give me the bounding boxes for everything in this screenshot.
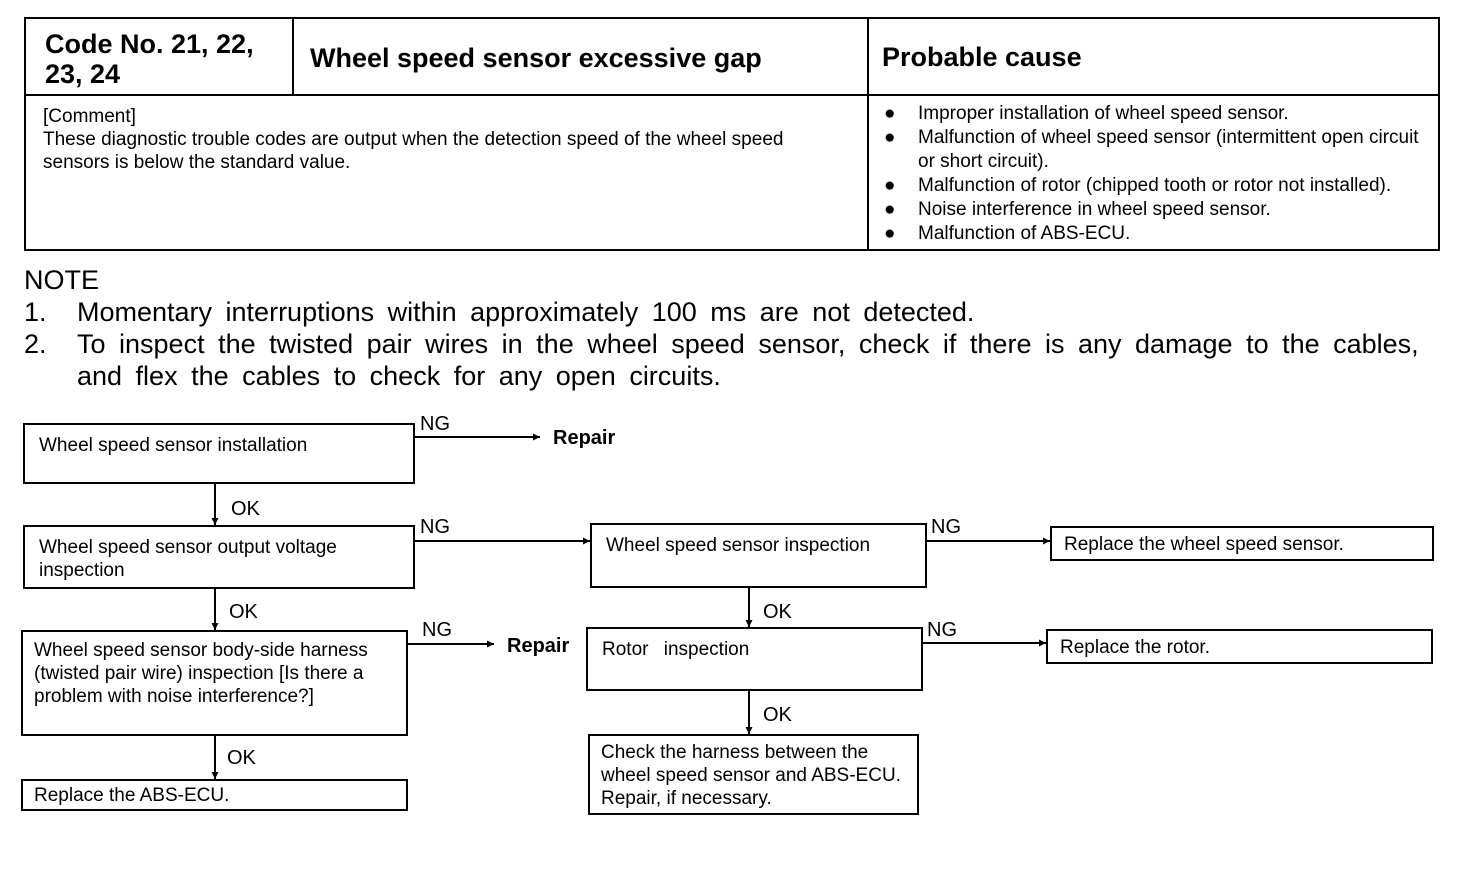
ng-label: NG: [927, 619, 957, 641]
box-installation: Wheel speed sensor installation: [23, 423, 415, 484]
cause-text: Noise interference in wheel speed sensor…: [918, 199, 1271, 220]
note-item: 1. Momentary interruptions within approx…: [24, 296, 1434, 328]
note-heading: NOTE: [24, 265, 100, 295]
cause-list: ● Improper installation of wheel speed se…: [872, 102, 1432, 246]
note-number: 2.: [24, 329, 47, 359]
cause-item: ● Malfunction of wheel speed sensor (inte…: [872, 126, 1432, 174]
ok-label: OK: [227, 747, 256, 769]
code-number: Code No. 21, 22, 23, 24: [45, 29, 254, 89]
cause-text: Malfunction of rotor (chipped tooth or r…: [918, 175, 1392, 196]
ok-label: OK: [763, 704, 792, 726]
ng-label: NG: [420, 413, 450, 435]
box-replace-sensor: Replace the wheel speed sensor.: [1050, 526, 1434, 561]
ok-label: OK: [231, 498, 260, 520]
box-sensor-inspection: Wheel speed sensor inspection: [590, 523, 927, 588]
ng-label: NG: [931, 516, 961, 538]
box-replace-rotor: Replace the rotor.: [1046, 629, 1433, 664]
box-output-voltage: Wheel speed sensor output voltage inspec…: [23, 525, 415, 589]
cause-item: ● Noise interference in wheel speed senso…: [872, 198, 1432, 222]
comment: [Comment] These diagnostic trouble codes…: [43, 105, 855, 174]
bullet-icon: ●: [884, 127, 896, 148]
note: NOTE 1. Momentary interruptions within a…: [24, 264, 1434, 392]
box-replace-ecu: Replace the ABS-ECU.: [21, 779, 408, 811]
repair-label: Repair: [553, 427, 616, 449]
cause-text: Improper installation of wheel speed sen…: [918, 103, 1289, 124]
ng-label: NG: [420, 516, 450, 538]
comment-label: [Comment]: [43, 106, 136, 127]
cause-text: Malfunction of ABS-ECU.: [918, 223, 1131, 244]
bullet-icon: ●: [884, 199, 896, 220]
ng-label: NG: [422, 619, 452, 641]
ok-label: OK: [229, 601, 258, 623]
cause-text: Malfunction of wheel speed sensor (inter…: [918, 127, 1419, 172]
box-rotor-inspection: Rotor inspection: [586, 627, 923, 691]
repair-label: Repair: [507, 635, 570, 657]
cause-item: ● Malfunction of ABS-ECU.: [872, 222, 1432, 246]
bullet-icon: ●: [884, 223, 896, 244]
bullet-icon: ●: [884, 103, 896, 124]
bullet-icon: ●: [884, 175, 896, 196]
box-check-harness: Check the harness between the wheel spee…: [588, 734, 919, 815]
note-item: 2. To inspect the twisted pair wires in …: [24, 328, 1434, 392]
note-text: Momentary interruptions within approxima…: [77, 297, 975, 327]
cause-item: ● Malfunction of rotor (chipped tooth or …: [872, 174, 1432, 198]
probable-cause-header: Probable cause: [882, 42, 1082, 72]
probable-cause-list: ● Improper installation of wheel speed se…: [872, 102, 1432, 246]
note-number: 1.: [24, 297, 47, 327]
note-text: To inspect the twisted pair wires in the…: [77, 329, 1419, 391]
code-table: Code No. 21, 22, 23, 24 Wheel speed sens…: [24, 17, 1440, 251]
box-harness-inspection: Wheel speed sensor body-side harness (tw…: [21, 630, 408, 736]
table-title: Wheel speed sensor excessive gap: [310, 43, 762, 73]
ok-label: OK: [763, 601, 792, 623]
cause-item: ● Improper installation of wheel speed se…: [872, 102, 1432, 126]
comment-text: These diagnostic trouble codes are outpu…: [43, 129, 784, 173]
